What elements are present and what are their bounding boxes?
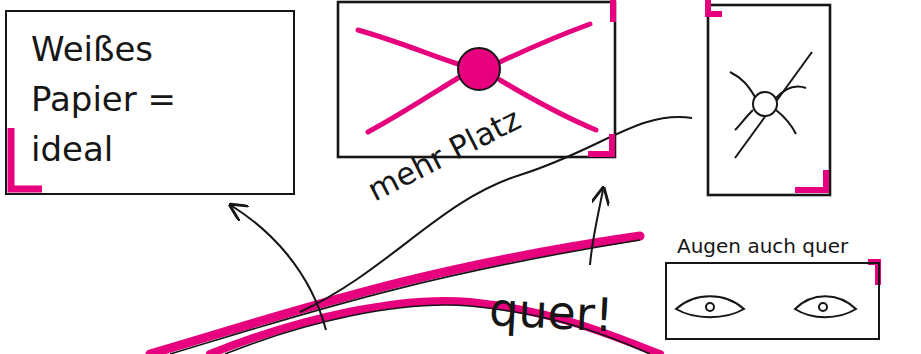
central-topic: [753, 92, 777, 116]
note-box: Weißes Papier = ideal: [5, 10, 295, 195]
curve-label: mehr Platz: [362, 100, 526, 208]
emphasis-label: quer!: [488, 282, 615, 342]
pink-branch: [368, 78, 458, 132]
corner-mark: [610, 0, 616, 22]
eyes-box: Augen auch quer: [665, 262, 880, 340]
central-topic: [458, 48, 500, 90]
sketch-line: [730, 72, 755, 97]
corner-mark: [588, 134, 612, 154]
eye: [676, 296, 744, 317]
pink-branch: [358, 30, 458, 64]
sketch-line: [735, 110, 753, 130]
pink-branch: [150, 236, 640, 354]
box-text: Weißes Papier = ideal: [7, 12, 231, 174]
corner-mark: [708, 0, 722, 14]
box-heading: Augen auch quer: [677, 234, 921, 258]
arrow: [590, 190, 603, 265]
branch-outline: [170, 240, 640, 354]
pupil: [706, 303, 714, 311]
corner-mark: [795, 170, 826, 190]
arrow: [232, 206, 326, 330]
eye: [795, 296, 856, 317]
sketch-line: [776, 86, 806, 98]
pink-branch: [500, 24, 590, 62]
sketch-line: [776, 110, 796, 134]
pupil: [819, 303, 827, 311]
portrait-sheet: [708, 5, 830, 195]
sketch-line: [735, 52, 812, 158]
corner-mark: [868, 262, 878, 285]
